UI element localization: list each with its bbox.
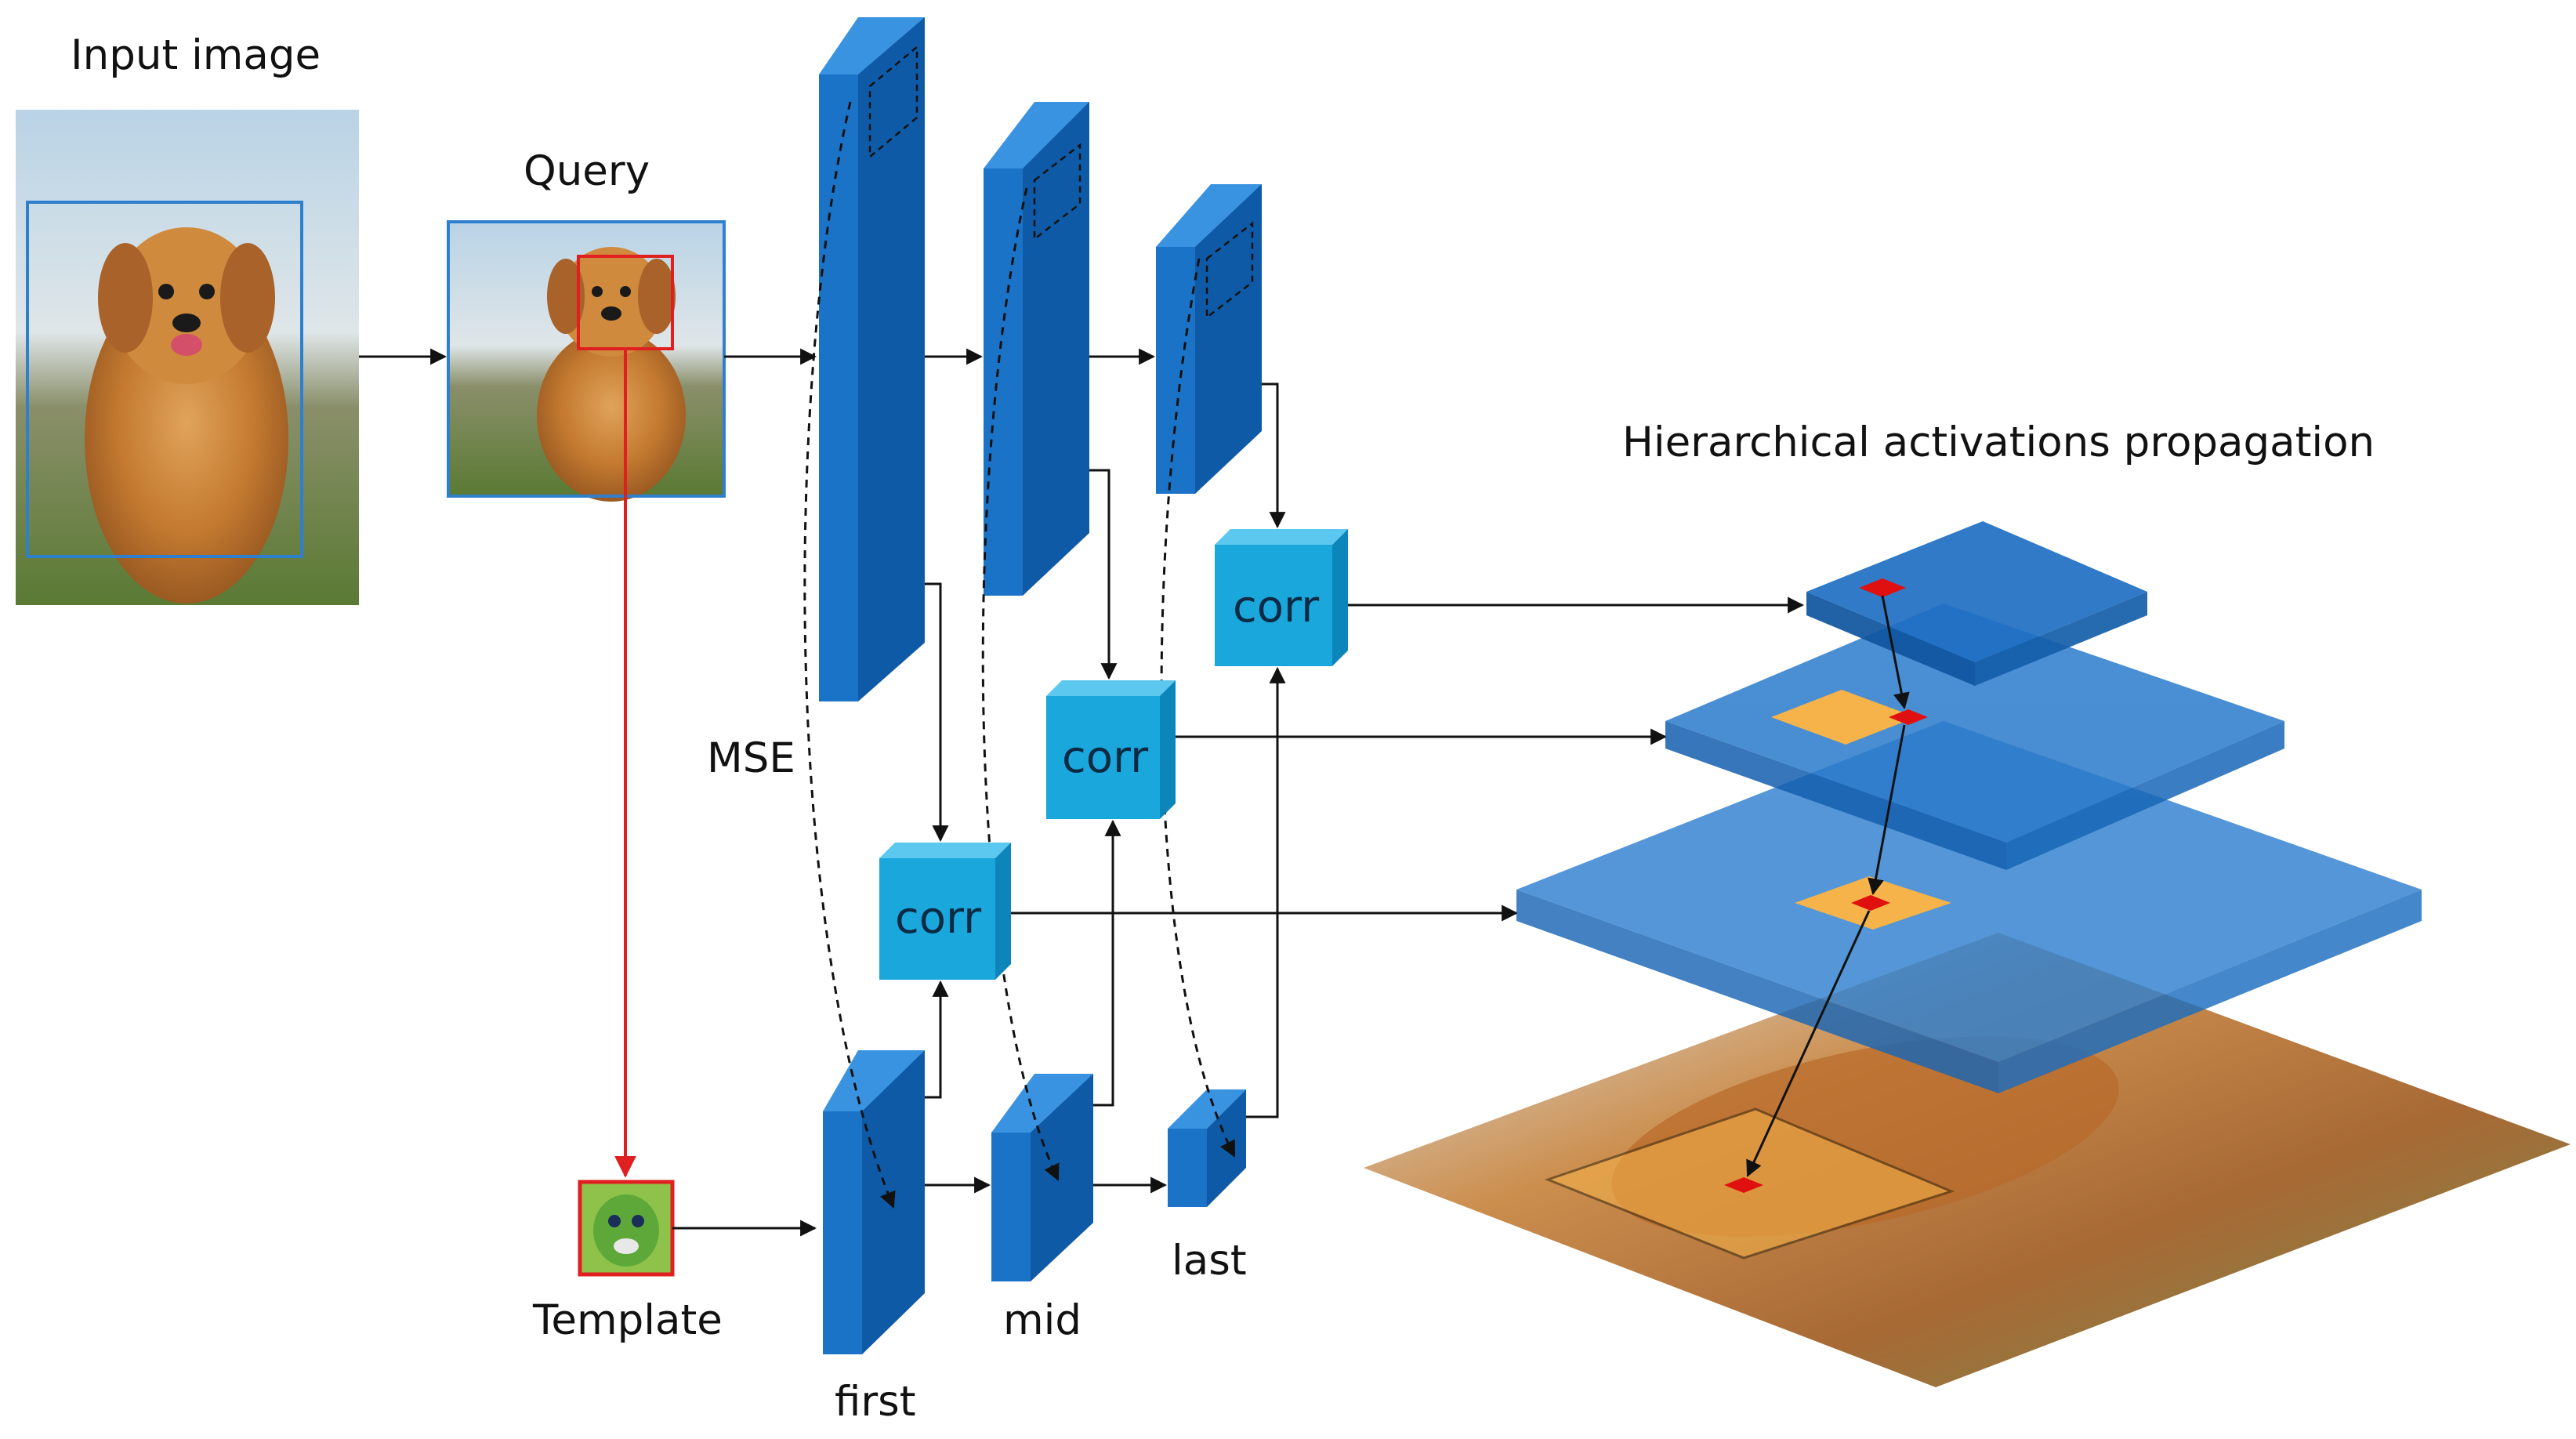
query-label: Query — [524, 147, 650, 195]
base-activation-peak — [1724, 1177, 1763, 1193]
activation-layer-mid — [1665, 604, 2284, 870]
corr-box-first: corr — [879, 843, 1011, 980]
propagate-first-to-image-arrow — [1746, 910, 1871, 1177]
propagate-mid-to-first-arrow — [1868, 724, 1906, 896]
propagation-base-image — [1364, 933, 2571, 1387]
layer-mid-region — [1771, 690, 1916, 745]
layer-first-peak — [1851, 895, 1890, 911]
query-feature-block-last — [1156, 184, 1262, 494]
layer-mid-peak — [1889, 709, 1928, 725]
corr-box-last: corr — [1215, 529, 1348, 666]
template-label: Template — [532, 1296, 723, 1344]
mse-curve-last — [1160, 258, 1236, 1158]
qlast-to-corr-arrow — [1262, 382, 1286, 529]
mse-label: MSE — [707, 734, 795, 782]
tlast-to-corr-arrow — [1246, 666, 1286, 1118]
query-feature-block-first — [819, 17, 925, 701]
tfirst-to-corr-arrow — [925, 980, 949, 1099]
corr-label: corr — [1233, 582, 1320, 633]
tmid-to-corr-arrow — [1093, 819, 1121, 1107]
template-feature-block-mid — [991, 1074, 1093, 1281]
template-feature-block-last — [1168, 1089, 1246, 1207]
propagation-title: Hierarchical activations propagation — [1622, 419, 2375, 466]
layer-last-peak — [1859, 578, 1906, 597]
first-label: first — [835, 1378, 916, 1426]
propagate-last-to-mid-arrow — [1881, 595, 1910, 710]
qfirst-to-corr-arrow — [925, 582, 949, 843]
corr-label: corr — [895, 893, 982, 944]
dog-photo-icon — [537, 247, 686, 502]
template-feature-block-first — [823, 1050, 925, 1354]
qmid-to-corr-arrow — [1089, 469, 1118, 680]
activation-layer-first — [1516, 721, 2422, 1093]
mse-curve-first — [803, 101, 896, 1209]
dog-photo-icon — [85, 227, 288, 604]
input-image-label: Input image — [71, 31, 321, 79]
mid-label: mid — [1003, 1296, 1081, 1344]
input-image — [16, 110, 359, 605]
query-image — [447, 220, 726, 502]
corr-box-mid: corr — [1046, 680, 1176, 819]
input-bounding-box — [26, 201, 303, 558]
corr-label: corr — [1062, 732, 1149, 783]
query-feature-block-mid — [984, 102, 1089, 596]
template-patch-icon — [578, 1180, 675, 1277]
mse-curve-mid — [981, 187, 1060, 1181]
last-label: last — [1172, 1237, 1247, 1285]
